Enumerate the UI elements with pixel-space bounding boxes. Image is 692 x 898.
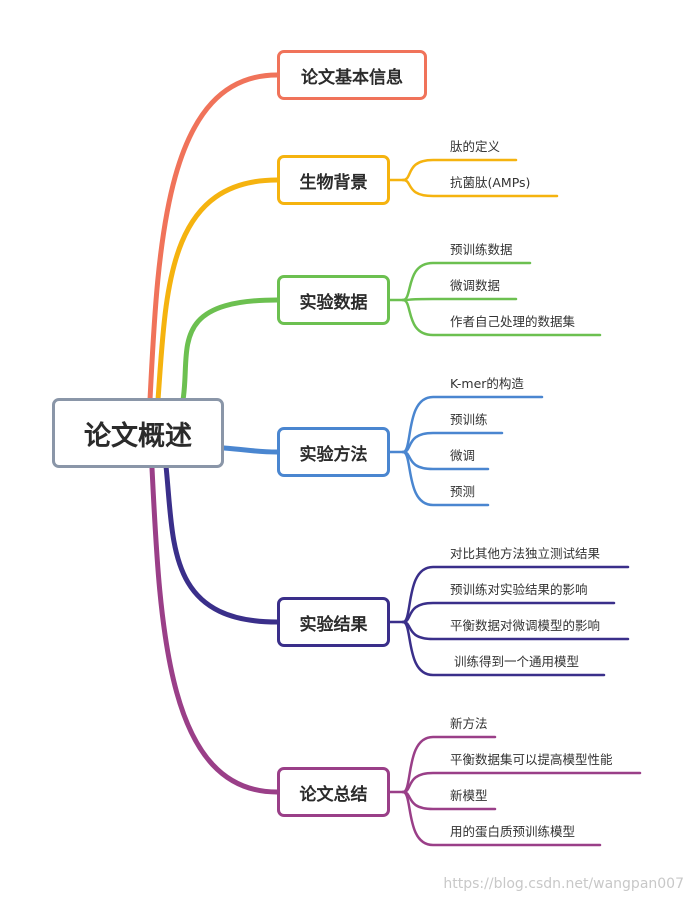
leaf-node[interactable]: 对比其他方法独立测试结果 [450, 546, 601, 561]
leaf-node[interactable]: 预训练 [450, 412, 488, 427]
leaf-node[interactable]: 预测 [450, 484, 476, 499]
branch-node-paper-info[interactable]: 论文基本信息 [277, 50, 427, 100]
connector-line [401, 450, 490, 507]
branch-node-bio-background[interactable]: 生物背景 [277, 155, 390, 205]
leaf-node[interactable]: 新模型 [450, 788, 488, 803]
leaf-node[interactable]: 微调数据 [450, 278, 501, 293]
watermark: https://blog.csdn.net/wangpan007 [443, 876, 684, 892]
leaf-node[interactable]: 平衡数据对微调模型的影响 [450, 618, 601, 633]
connector-line [401, 450, 490, 471]
connector-line [149, 465, 280, 795]
leaf-node[interactable]: 平衡数据集可以提高模型性能 [450, 752, 613, 767]
leaf-node[interactable]: 用的蛋白质预训练模型 [450, 824, 576, 839]
leaf-node[interactable]: 肽的定义 [450, 139, 501, 154]
leaf-node[interactable]: 新方法 [450, 716, 488, 731]
leaf-node[interactable]: 作者自己处理的数据集 [450, 314, 576, 329]
connector-line [401, 620, 606, 677]
leaf-node[interactable]: K-mer的构造 [450, 376, 524, 391]
connector-line [401, 178, 559, 198]
connector-line [180, 297, 280, 403]
leaf-node[interactable]: 训练得到一个通用模型 [454, 654, 580, 669]
connector-line [221, 445, 280, 455]
branch-node-paper-summary[interactable]: 论文总结 [277, 767, 390, 817]
connector-line [401, 790, 602, 847]
connector-line [155, 177, 280, 403]
branch-node-experiment-method[interactable]: 实验方法 [277, 427, 390, 477]
leaf-node[interactable]: 预训练对实验结果的影响 [450, 582, 588, 597]
leaf-node[interactable]: 抗菌肽(AMPs) [450, 175, 531, 190]
connector-line [401, 297, 518, 302]
connector-line [401, 298, 602, 337]
leaf-node[interactable]: 预训练数据 [450, 242, 513, 257]
leaf-node[interactable]: 微调 [450, 448, 476, 463]
branch-node-experiment-data[interactable]: 实验数据 [277, 275, 390, 325]
connector-line [401, 771, 642, 794]
root-node[interactable]: 论文概述 [52, 398, 224, 468]
connector-line [163, 463, 280, 625]
connector-line [147, 72, 280, 403]
branch-node-experiment-results[interactable]: 实验结果 [277, 597, 390, 647]
